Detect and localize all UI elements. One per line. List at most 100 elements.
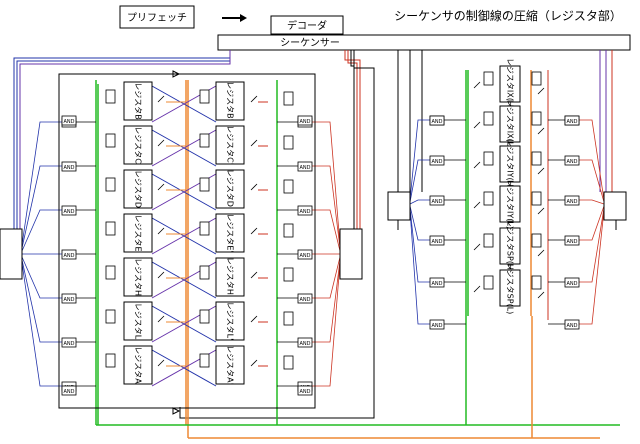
fan-wire: [409, 159, 430, 203]
register-right-1: レジスタIX(H): [499, 58, 521, 110]
register-alt-3: レジスタD': [215, 169, 245, 209]
register-label: レジスタH': [226, 257, 235, 297]
register-label: レジスタA: [134, 346, 143, 384]
and-gate: AND: [564, 195, 580, 206]
and-gate: AND: [297, 337, 313, 348]
and-gate-body: [564, 319, 580, 330]
bus-mark: [157, 271, 165, 279]
and-gate: AND: [564, 155, 580, 166]
and-gate: AND: [429, 235, 445, 246]
and-gate: AND: [297, 115, 313, 126]
register-body: [123, 345, 153, 385]
register-alt-1: レジスタB': [215, 81, 245, 121]
and-gate: AND: [429, 115, 445, 126]
bus-mark: [537, 291, 545, 299]
register-body: [499, 269, 521, 307]
register-label: レジスタD: [134, 170, 143, 208]
register-label: レジスタD': [226, 169, 235, 209]
latch-box: [483, 151, 494, 166]
register-label: レジスタE': [226, 213, 235, 252]
fan-wire: [312, 121, 341, 246]
and-gate: AND: [61, 161, 77, 172]
register-alt-5: レジスタH': [215, 257, 245, 297]
and-gate-label: AND: [299, 297, 310, 303]
latch-box: [283, 91, 294, 106]
latch-box: [483, 111, 494, 126]
latch-box: [283, 311, 294, 326]
and-gate-label: AND: [299, 341, 310, 347]
register-alt-6: レジスタL': [215, 301, 245, 341]
and-gate-label: AND: [63, 209, 74, 215]
right-bus-line: [344, 50, 361, 230]
and-gate: AND: [61, 337, 77, 348]
and-gate: AND: [61, 115, 77, 126]
register-6: レジスタL: [123, 301, 153, 341]
latch-box: [531, 111, 542, 126]
bus-mark: [250, 183, 258, 191]
bus-mark: [537, 167, 545, 175]
register-right-4: レジスタIY(L): [499, 179, 521, 229]
latch-box: [105, 309, 116, 324]
register-body: [215, 125, 245, 165]
and-gate-label: AND: [63, 165, 74, 171]
and-gate-label: AND: [299, 253, 310, 259]
fan-wire: [409, 119, 430, 201]
fan-wire: [579, 207, 605, 283]
latch-box: [483, 275, 494, 290]
and-gate-label: AND: [63, 341, 74, 347]
and-gate-body: [429, 155, 445, 166]
and-gate-body: [297, 293, 313, 304]
register-right-3: レジスタIY(H): [499, 138, 521, 190]
and-gate-body: [61, 115, 77, 126]
bus-mark: [473, 161, 481, 169]
fan-wire: [21, 165, 62, 249]
fan-wire: [312, 262, 341, 387]
register-alt-2: レジスタC': [215, 125, 245, 165]
and-gate-label: AND: [566, 199, 577, 205]
register-label: レジスタSP(H): [506, 219, 515, 273]
sequencer-label: シーケンサー: [280, 37, 340, 49]
and-gate-label: AND: [63, 253, 74, 259]
right-bus-line: [347, 50, 358, 230]
and-gate: AND: [297, 249, 313, 260]
latch-box: [283, 179, 294, 194]
fan-wire: [21, 262, 62, 387]
bus-mark: [250, 227, 258, 235]
register-body: [499, 185, 521, 223]
latch-box: [105, 221, 116, 236]
bus-mark: [250, 271, 258, 279]
and-gate-body: [297, 161, 313, 172]
and-gate-label: AND: [431, 281, 442, 287]
latch-box: [283, 135, 294, 150]
register-label: レジスタL: [134, 303, 143, 340]
register-body: [215, 301, 245, 341]
and-gate-body: [61, 337, 77, 348]
bus-mark: [537, 249, 545, 257]
register-7: レジスタA: [123, 345, 153, 385]
latch-box: [283, 223, 294, 238]
decoder-block: デコーダ: [270, 15, 344, 35]
left-register-bank: レジスタBレジスタB'ANDANDレジスタCレジスタC'ANDANDレジスタDレ…: [0, 73, 363, 409]
register-label: レジスタIY(H): [506, 138, 515, 190]
bus-mark: [157, 315, 165, 323]
and-gate: AND: [429, 277, 445, 288]
and-gate-body: [564, 235, 580, 246]
and-gate-label: AND: [566, 281, 577, 287]
and-gate: AND: [564, 235, 580, 246]
latch-box: [283, 267, 294, 282]
and-gate-body: [429, 277, 445, 288]
latch-box: [531, 71, 542, 86]
register-label: レジスタA': [226, 345, 235, 385]
and-gate-label: AND: [431, 119, 442, 125]
and-gate-body: [297, 115, 313, 126]
fan-wire: [409, 207, 430, 283]
bus-mark: [157, 359, 165, 367]
left-selector-box: [0, 228, 23, 280]
fan-wire: [409, 199, 430, 205]
left-bus-line: [19, 50, 231, 236]
and-gate-body: [564, 277, 580, 288]
fan-wire: [579, 205, 605, 241]
and-gate-label: AND: [431, 159, 442, 165]
bus-mark: [250, 95, 258, 103]
fan-wire: [21, 256, 62, 299]
